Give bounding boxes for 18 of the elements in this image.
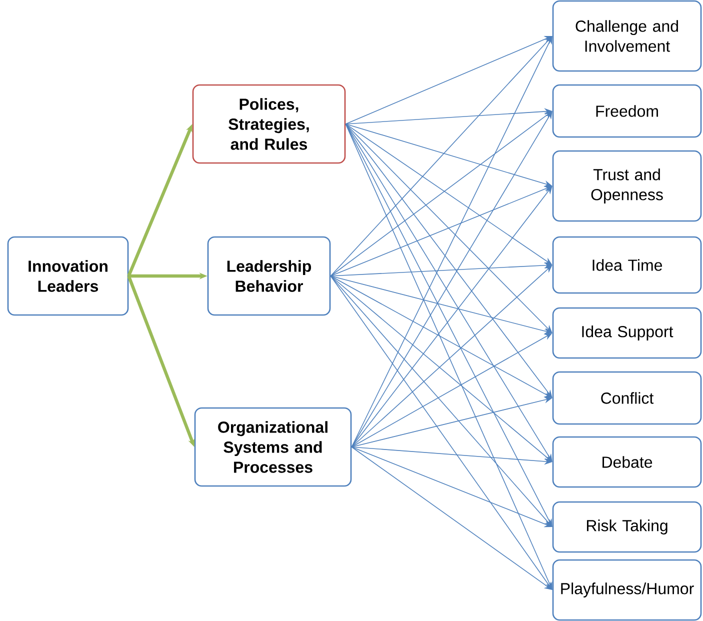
outcome-box: Risk Taking xyxy=(552,501,702,553)
process-box: Innovation Leaders xyxy=(7,236,129,316)
arrow xyxy=(351,186,552,448)
arrow xyxy=(330,276,552,527)
outcome-box: Conflict xyxy=(552,371,702,425)
outcome-box: Trust and Openness xyxy=(552,150,702,222)
process-box: Leadership Behavior xyxy=(207,236,331,316)
outcome-box: Freedom xyxy=(552,84,702,138)
process-box: Polices, Strategies, and Rules xyxy=(192,84,346,164)
outcome-box: Playfulness/Humor xyxy=(552,559,702,621)
arrow xyxy=(330,36,552,276)
outcome-box: Idea Support xyxy=(552,307,702,359)
arrow xyxy=(330,276,552,590)
arrow xyxy=(345,124,552,398)
outcome-box: Idea Time xyxy=(552,236,702,294)
outcome-box: Challenge and Involvement xyxy=(552,0,702,72)
outcome-box: Debate xyxy=(552,436,702,488)
process-box: Organizational Systems and Processes xyxy=(194,407,352,487)
